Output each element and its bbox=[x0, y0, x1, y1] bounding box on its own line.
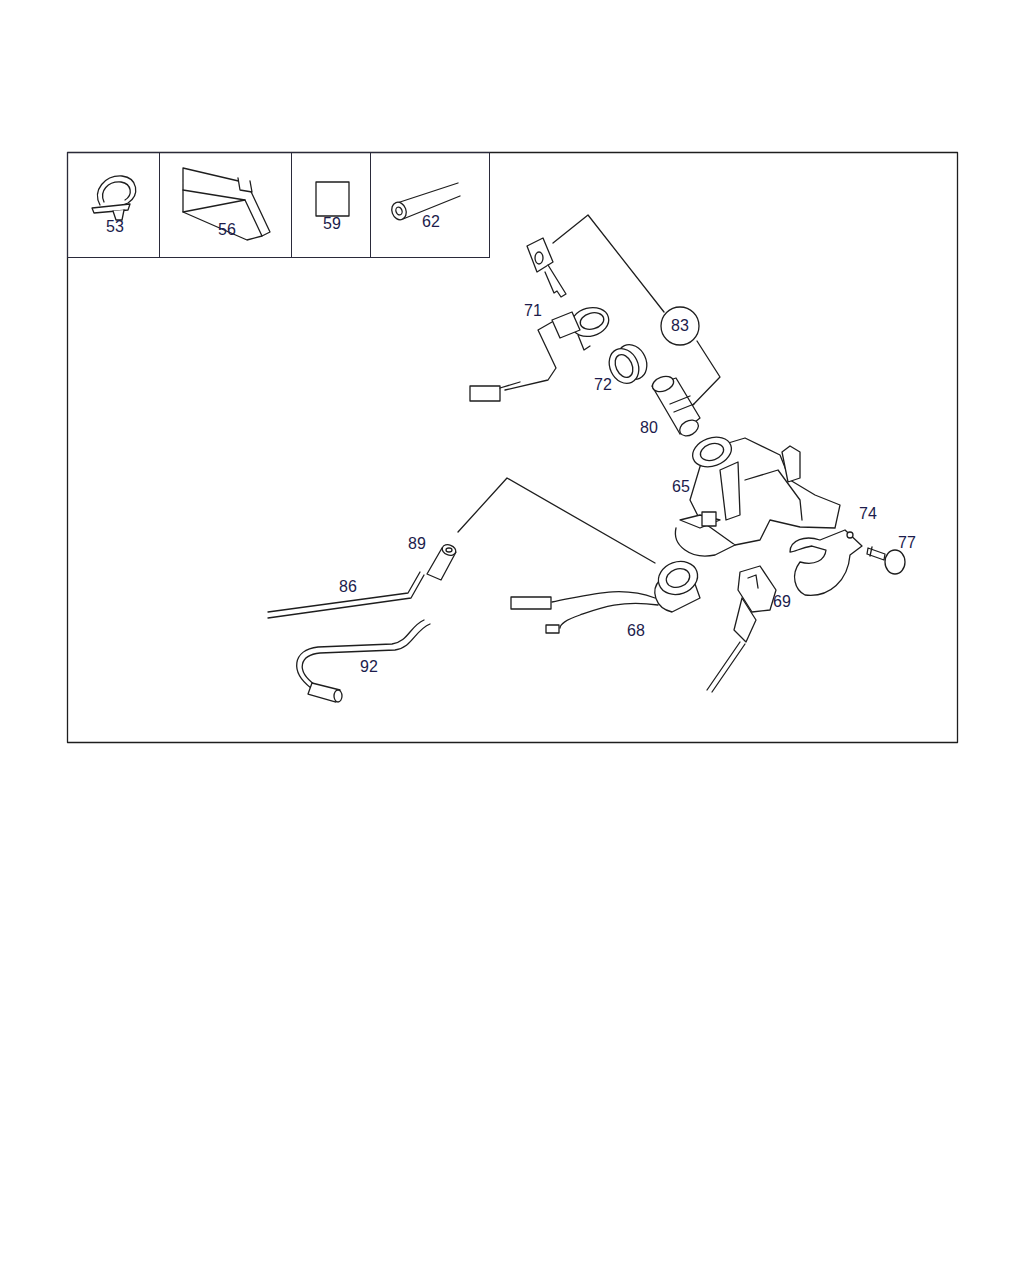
callout-number: 59 bbox=[323, 215, 341, 233]
callout-number: 65 bbox=[672, 478, 690, 496]
callout-number: 92 bbox=[360, 658, 378, 676]
sleeve-part bbox=[427, 543, 457, 580]
ignition-switch-part bbox=[511, 556, 702, 633]
leader-line bbox=[690, 341, 720, 408]
rod-part bbox=[268, 572, 424, 618]
callout-number: 69 bbox=[773, 593, 791, 611]
pad-icon bbox=[316, 182, 349, 216]
lock-cylinder-part bbox=[650, 374, 701, 439]
bolt-part bbox=[867, 547, 905, 574]
diagram-frame bbox=[68, 153, 958, 743]
inset-cell: 53 bbox=[67, 152, 160, 258]
inset-cell: 59 bbox=[291, 152, 371, 258]
inset-cell: 56 bbox=[159, 152, 292, 258]
cover-icon bbox=[183, 168, 270, 240]
callout-number: 68 bbox=[627, 622, 645, 640]
callout-number: 74 bbox=[859, 505, 877, 523]
callout-number: 62 bbox=[422, 213, 440, 231]
clamp-part bbox=[790, 530, 862, 595]
inset-cell: 62 bbox=[370, 152, 490, 258]
callout-circle: 83 bbox=[660, 306, 700, 346]
callout-number: 71 bbox=[524, 302, 542, 320]
leader-line bbox=[553, 215, 664, 312]
callout-number: 83 bbox=[671, 317, 689, 335]
sensor-part bbox=[707, 566, 776, 692]
tube-part bbox=[297, 620, 430, 702]
circle-outline bbox=[661, 307, 699, 345]
callout-number: 77 bbox=[898, 534, 916, 552]
steering-lock-housing bbox=[675, 432, 840, 556]
callout-number: 72 bbox=[594, 376, 612, 394]
callout-number: 56 bbox=[218, 221, 236, 239]
callout-number: 80 bbox=[640, 419, 658, 437]
leader-line bbox=[458, 478, 655, 563]
cable-clip-icon bbox=[92, 176, 136, 220]
callout-number: 53 bbox=[106, 218, 124, 236]
key-part bbox=[527, 238, 566, 297]
callout-number: 89 bbox=[408, 535, 426, 553]
callout-number: 86 bbox=[339, 578, 357, 596]
